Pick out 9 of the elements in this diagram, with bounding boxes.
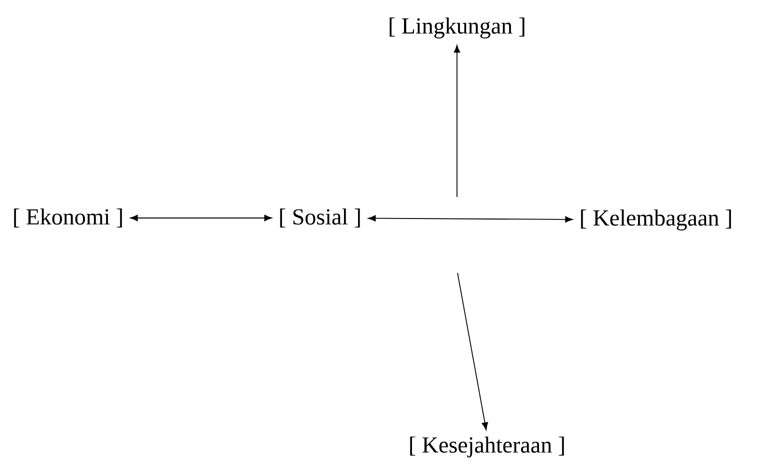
arrow [457, 272, 488, 430]
label-text: [ Ekonomi ] [14, 208, 122, 228]
label-text: [ Kesejahteraan ] [410, 436, 564, 458]
label-text: [ Sosial ] [280, 208, 360, 228]
label-text: [ Lingkungan ] [390, 18, 524, 38]
arrow [454, 45, 460, 198]
arrow [368, 215, 573, 223]
label-text: [ Kelembagaan ] [581, 210, 731, 230]
arrow [130, 214, 272, 222]
